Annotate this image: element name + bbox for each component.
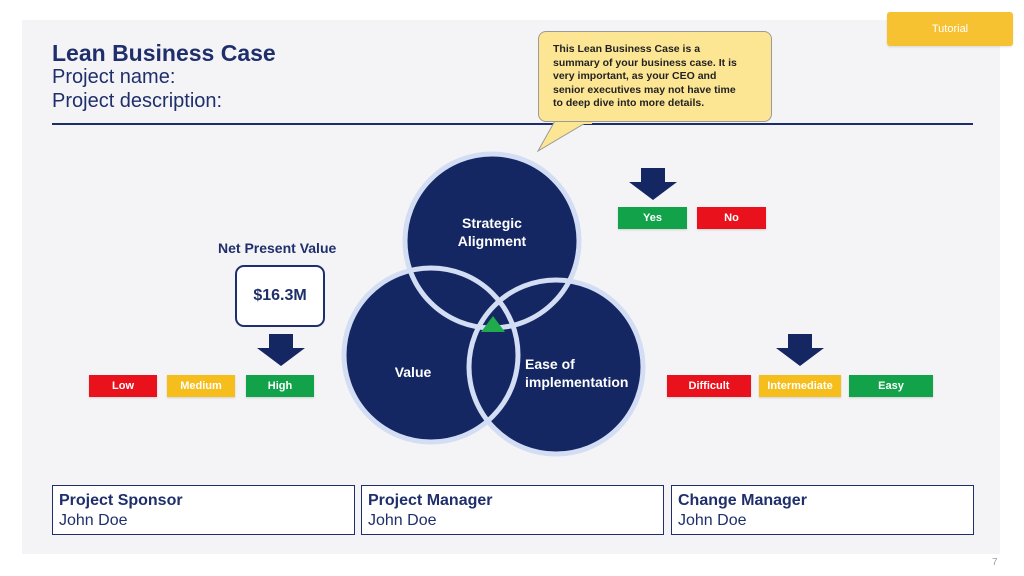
npv-high-button[interactable]: High — [246, 375, 314, 397]
yes-button[interactable]: Yes — [618, 207, 687, 229]
npv-label: Net Present Value — [218, 240, 337, 256]
callout-bubble: This Lean Business Case is a summary of … — [538, 31, 772, 122]
callout-line: to deep dive into more details. — [553, 97, 705, 109]
header-divider — [52, 123, 973, 125]
no-button[interactable]: No — [697, 207, 766, 229]
callout-line: summary of your business case. It is — [553, 56, 737, 69]
change-manager-box: Change Manager John Doe — [671, 485, 974, 535]
role-name: John Doe — [368, 512, 437, 529]
project-manager-box: Project Manager John Doe — [361, 485, 664, 535]
ease-easy-button[interactable]: Easy — [849, 375, 933, 397]
venn-diagram — [341, 151, 646, 457]
project-description-label: Project description: — [52, 90, 223, 112]
down-arrow-icon — [257, 334, 305, 366]
tutorial-tab[interactable]: Tutorial — [887, 12, 1013, 46]
venn-label-line: Strategic — [462, 215, 522, 231]
venn-label-ease: Ease of implementation — [525, 355, 628, 391]
ease-intermediate-button[interactable]: Intermediate — [759, 375, 841, 397]
ease-difficult-button[interactable]: Difficult — [667, 375, 751, 397]
npv-medium-button[interactable]: Medium — [167, 375, 235, 397]
role-title: Change Manager — [678, 492, 807, 509]
role-name: John Doe — [59, 512, 128, 529]
venn-label-line: Alignment — [457, 233, 527, 249]
venn-outline-value — [341, 265, 521, 445]
npv-value-box: $16.3M — [235, 265, 325, 327]
venn-outline-ease — [466, 277, 646, 457]
venn-center-triangle — [481, 316, 505, 332]
venn-label-line: Ease of — [525, 356, 575, 372]
page-number: 7 — [992, 557, 998, 568]
role-title: Project Sponsor — [59, 492, 183, 509]
page-title: Lean Business Case — [52, 40, 276, 66]
npv-low-button[interactable]: Low — [89, 375, 157, 397]
venn-label-value: Value — [394, 364, 432, 380]
role-title: Project Manager — [368, 492, 493, 509]
role-name: John Doe — [678, 512, 747, 529]
down-arrow-icon — [776, 334, 824, 366]
callout-line: senior executives may not have time — [553, 83, 736, 96]
callout-line: This Lean Business Case is a — [553, 43, 701, 55]
callout-tail — [536, 118, 594, 153]
project-sponsor-box: Project Sponsor John Doe — [52, 485, 355, 535]
callout-line: very important, as your CEO and — [553, 70, 717, 82]
down-arrow-icon — [629, 168, 677, 200]
venn-label-strategic: Strategic Alignment — [445, 214, 539, 250]
venn-label-line: implementation — [525, 374, 629, 390]
project-name-label: Project name: — [52, 66, 176, 88]
